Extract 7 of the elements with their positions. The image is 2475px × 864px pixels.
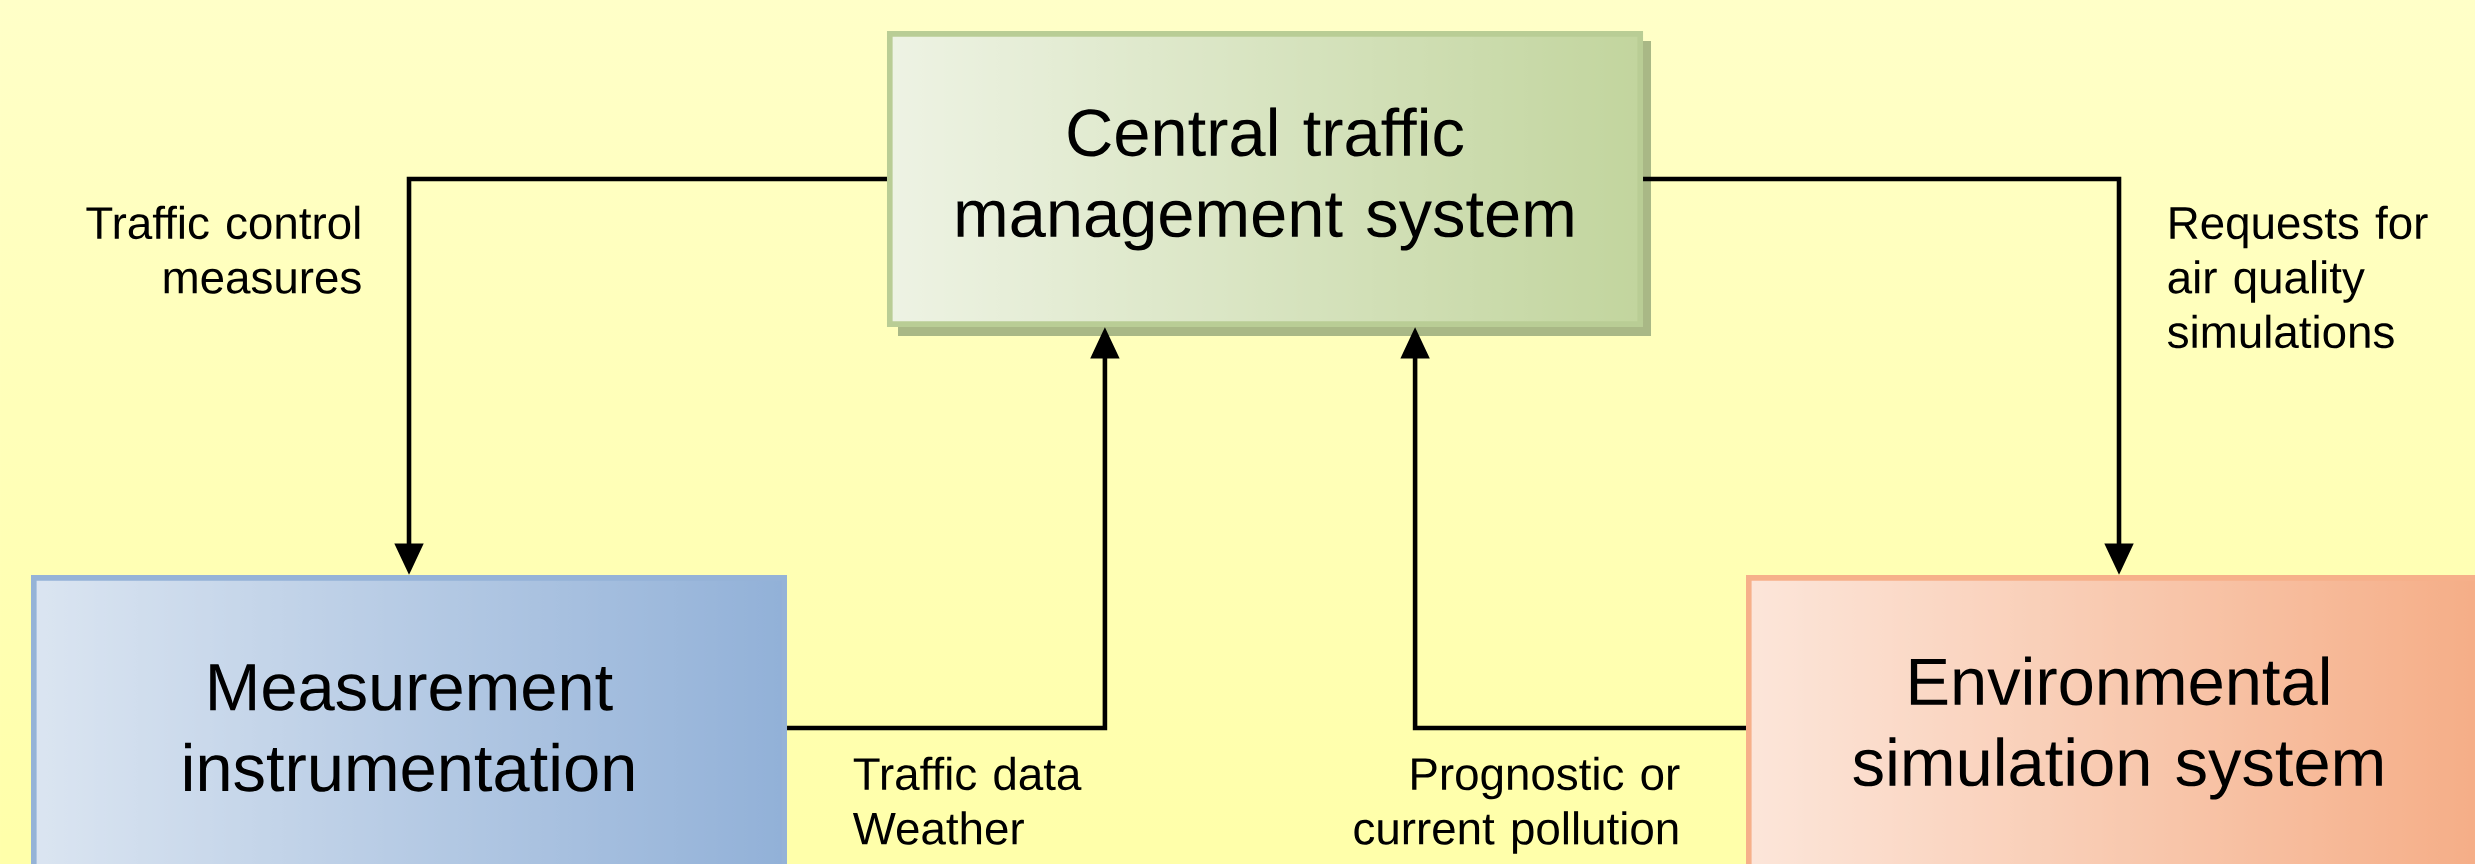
edge-label: Traffic control measures [86,205,361,294]
system-box: Measurement instrumentation [30,575,788,864]
system-box: Environmental simulation system [1746,575,2475,864]
edge-label: Traffic data Weather [852,756,1082,845]
system-box: Central traffic management system [886,31,1651,336]
edge-label: Requests for air quality simulations [2168,205,2428,349]
edge-label: Prognostic or current pollution [1354,756,1680,854]
